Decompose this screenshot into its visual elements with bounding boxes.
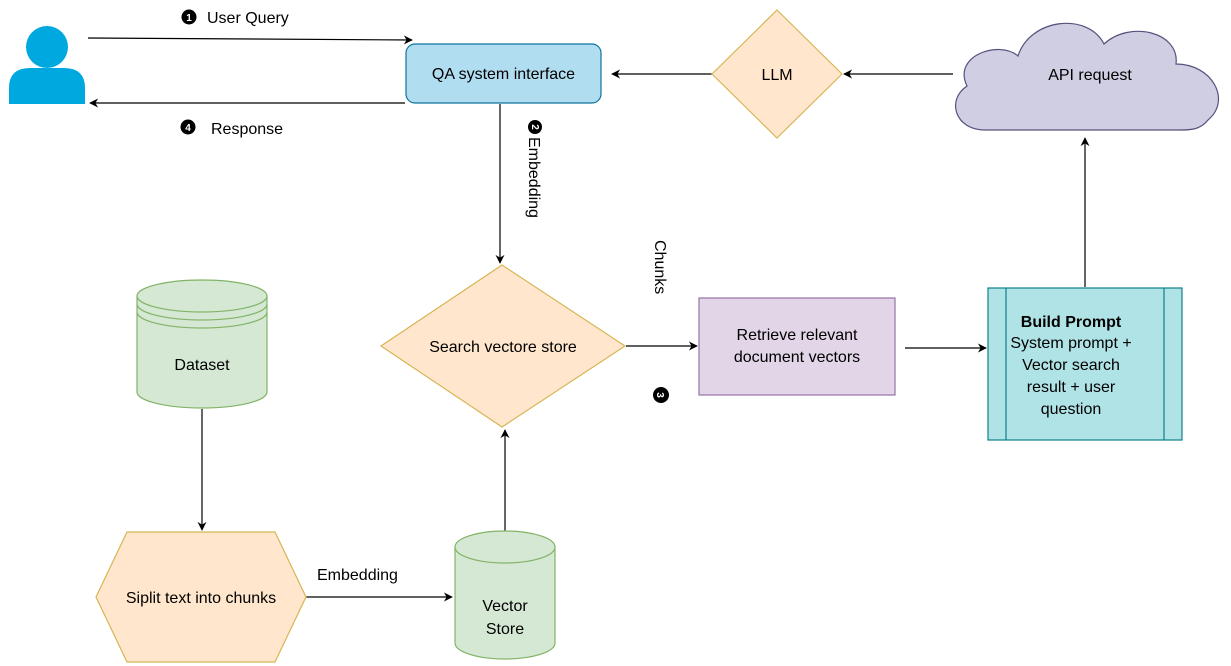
svg-text:4: 4	[185, 123, 191, 134]
retrieve-vectors-node: Retrieve relevant document vectors	[698, 297, 896, 396]
build-prompt-line-3: result + user	[1027, 379, 1116, 396]
api-request-cloud: API request	[955, 22, 1219, 131]
response-label: Response	[211, 121, 283, 138]
qa-system-interface-label: QA system interface	[432, 66, 575, 83]
build-prompt-line-2: Vector search	[1022, 357, 1120, 374]
step-2-badge	[528, 120, 542, 134]
search-vector-store-label: Search vectore store	[429, 339, 577, 356]
step-1-badge: 1	[181, 9, 197, 25]
api-request-label: API request	[1048, 67, 1132, 84]
search-vector-store-node: Search vectore store	[379, 264, 627, 428]
llm-node: LLM	[711, 9, 843, 139]
build-prompt-line-4: question	[1041, 401, 1102, 418]
edge-user-query	[87, 35, 413, 45]
embedding-query-label-group: 2 Embedding	[525, 120, 542, 218]
build-prompt-title: Build Prompt	[1021, 314, 1122, 331]
vector-store-node: Vector Store	[454, 530, 556, 660]
dataset-label: Dataset	[174, 357, 230, 374]
retrieve-line-2: document vectors	[734, 349, 860, 366]
build-prompt-node: Build Prompt System prompt + Vector sear…	[987, 287, 1183, 441]
split-text-label: Siplit text into chunks	[126, 590, 276, 607]
dataset-node: Dataset	[136, 279, 268, 409]
split-text-node: Siplit text into chunks	[95, 531, 307, 663]
step-3-badge: 3	[653, 387, 669, 403]
embedding-query-label: Embedding	[525, 137, 542, 218]
llm-label: LLM	[761, 67, 792, 84]
chunks-label: Chunks	[651, 240, 668, 294]
user-icon	[9, 26, 85, 104]
embedding-store-label: Embedding	[317, 567, 398, 584]
vector-store-line-2: Store	[486, 621, 524, 638]
retrieve-line-1: Retrieve relevant	[737, 327, 859, 344]
svg-text:3: 3	[654, 392, 665, 398]
svg-text:2: 2	[529, 124, 540, 130]
qa-system-interface-node: QA system interface	[405, 43, 602, 104]
vector-store-line-1: Vector	[482, 598, 528, 615]
svg-text:1: 1	[186, 13, 192, 24]
step-4-badge: 4	[180, 119, 196, 135]
build-prompt-line-1: System prompt +	[1010, 335, 1131, 352]
user-query-label: User Query	[207, 10, 289, 27]
